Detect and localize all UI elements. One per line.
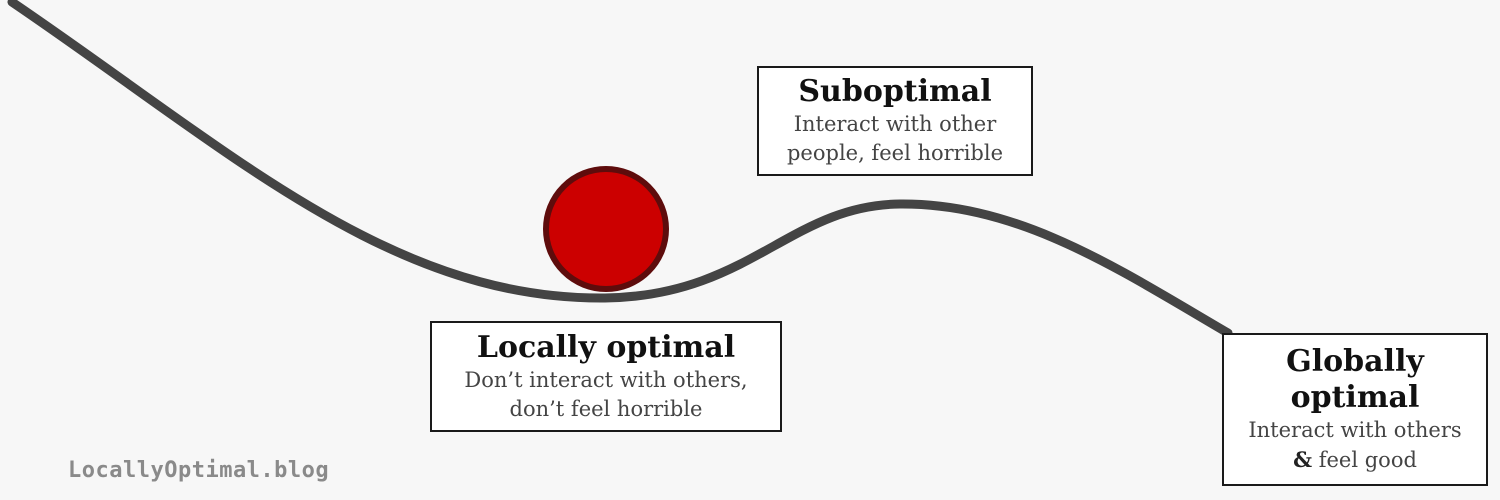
globally-optimal-title-line2: optimal <box>1290 380 1420 415</box>
ampersand: & <box>1293 447 1313 472</box>
ball <box>543 166 669 292</box>
globally-optimal-title-line1: Globally <box>1286 344 1424 379</box>
locally-optimal-desc-line1: Don’t interact with others, <box>464 367 748 392</box>
globally-optimal-desc-line1: Interact with others <box>1248 418 1462 442</box>
blog-watermark: LocallyOptimal.blog <box>68 458 330 483</box>
locally-optimal-label-box: Locally optimal Don’t interact with othe… <box>430 321 782 432</box>
locally-optimal-title: Locally optimal <box>476 329 736 365</box>
suboptimal-title: Suboptimal <box>798 74 992 109</box>
landscape-curve <box>7 0 1233 338</box>
suboptimal-label-box: Suboptimal Interact with other people, f… <box>757 66 1033 176</box>
globally-optimal-desc-line2-rest: feel good <box>1312 448 1417 472</box>
globally-optimal-label-box: Globally optimal Interact with others & … <box>1222 333 1488 486</box>
locally-optimal-desc-line2: don’t feel horrible <box>509 396 703 421</box>
suboptimal-desc-line2: people, feel horrible <box>786 141 1004 165</box>
globally-optimal-desc-line2: & feel good <box>1293 445 1417 475</box>
suboptimal-desc-line1: Interact with other <box>793 112 997 136</box>
